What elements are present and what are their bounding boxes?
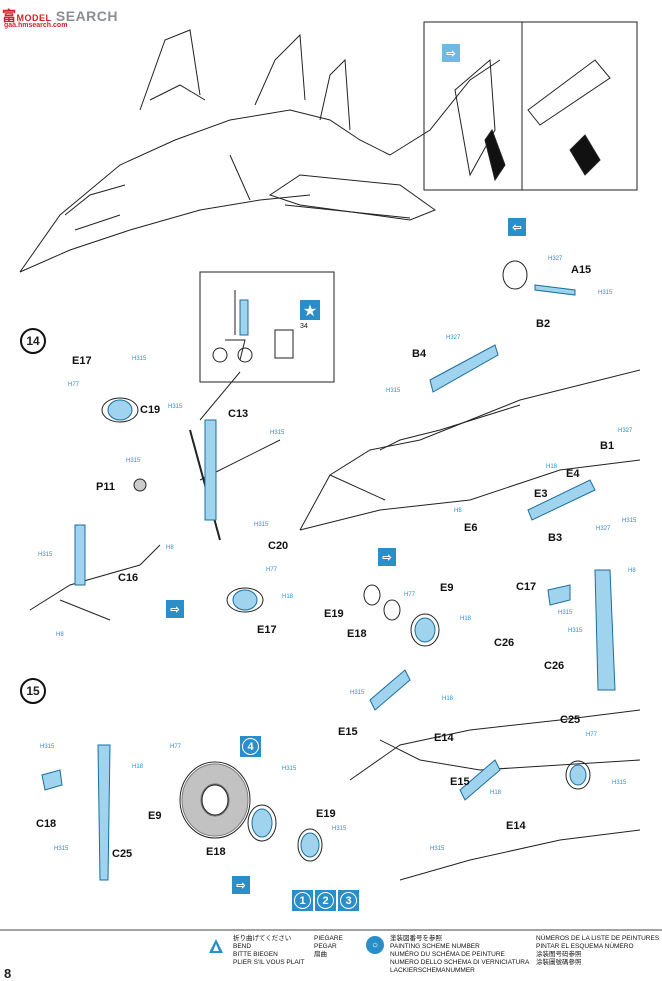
part-label: E18	[347, 628, 367, 640]
paint-code: H77	[586, 732, 598, 738]
part-label: C19	[140, 404, 161, 416]
part-label: E14	[434, 732, 454, 744]
paint-code: H18	[490, 790, 502, 796]
paint-code: H8	[166, 545, 174, 551]
paint-code: H8	[628, 568, 636, 574]
part-label: E17	[72, 355, 92, 367]
paint-code: H315	[282, 766, 297, 772]
paint-code: H18	[442, 696, 454, 702]
paint-scheme-1: 1	[292, 890, 313, 911]
part-label: E14	[506, 820, 526, 832]
legend-bend-2: PIEGARE PEGAR 扇曲	[314, 935, 343, 958]
watermark-url: gaa.hmsearch.com	[4, 22, 68, 29]
part-label: C17	[516, 581, 537, 593]
paint-code: H18	[282, 594, 294, 600]
part-label: B1	[600, 440, 615, 452]
paint-code: H18	[460, 616, 472, 622]
part-label: C18	[36, 818, 57, 830]
part-label: E4	[566, 468, 580, 480]
callout-number: 34	[300, 323, 308, 330]
paint-code: H8	[454, 508, 462, 514]
paint-code: H315	[38, 552, 53, 558]
step-number-15: 15	[20, 678, 46, 704]
page-number: 8	[4, 966, 12, 981]
paint-code: H315	[126, 458, 141, 464]
paint-code: H315	[54, 846, 69, 852]
paint-code: H18	[132, 764, 144, 770]
legend-paint-scheme-2: NÚMEROS DE LA LISTE DE PEINTURES PINTAR …	[536, 935, 660, 966]
part-label: P11	[96, 481, 115, 493]
part-label: E17	[257, 624, 277, 636]
paint-code: H315	[568, 628, 583, 634]
part-label: C25	[560, 714, 581, 726]
paint-scheme-icon: ○	[366, 936, 384, 954]
paint-code: H327	[548, 256, 563, 262]
paint-code: H327	[596, 526, 611, 532]
paint-code: H315	[622, 518, 637, 524]
arrow-right-icon: ⇨	[232, 876, 250, 894]
paint-code: H77	[404, 592, 416, 598]
paint-code: H77	[170, 744, 182, 750]
part-label: C26	[544, 660, 565, 672]
paint-code: H18	[546, 464, 558, 470]
step-number-14: 14	[20, 328, 46, 354]
paint-code: H315	[270, 430, 285, 436]
paint-code: H315	[168, 404, 183, 410]
bend-icon	[208, 938, 224, 954]
arrow-right-icon: ⇨	[166, 600, 184, 618]
part-label: E6	[464, 522, 478, 534]
part-label: E19	[324, 608, 344, 620]
part-label: C25	[112, 848, 133, 860]
star-icon: ★	[300, 300, 320, 320]
part-label: C13	[228, 408, 249, 420]
arrow-left-icon: ⇦	[508, 218, 526, 236]
watermark-logo: 富MODEL SEARCH	[2, 8, 119, 24]
part-label: C20	[268, 540, 289, 552]
paint-code: H315	[132, 356, 147, 362]
paint-scheme-4: 4	[240, 736, 261, 757]
paint-code: H77	[266, 567, 278, 573]
part-label: B2	[536, 318, 551, 330]
part-label: B3	[548, 532, 563, 544]
part-label: B4	[412, 348, 427, 360]
part-label: E9	[148, 810, 162, 822]
part-label: E18	[206, 846, 226, 858]
paint-code: H327	[618, 428, 633, 434]
decal-arrow-icon: ⇨	[442, 44, 460, 62]
paint-code: H315	[386, 388, 401, 394]
paint-code: H315	[40, 744, 55, 750]
paint-code: H327	[446, 335, 461, 341]
paint-scheme-2: 2	[315, 890, 336, 911]
paint-code: H8	[56, 632, 64, 638]
paint-scheme-3: 3	[338, 890, 359, 911]
part-label: E15	[338, 726, 358, 738]
paint-code: H315	[558, 610, 573, 616]
paint-code: H315	[350, 690, 365, 696]
part-label: C16	[118, 572, 139, 584]
part-label: E3	[534, 488, 548, 500]
arrow-right-icon: ⇨	[378, 548, 396, 566]
part-label: A15	[571, 264, 592, 276]
paint-code: H315	[254, 522, 269, 528]
legend-bend: 折り曲げてください BEND BITTE BIEGEN PLIER S'IL V…	[233, 935, 305, 966]
part-label: C26	[494, 637, 515, 649]
part-label: E19	[316, 808, 336, 820]
part-label: E15	[450, 776, 470, 788]
paint-code: H315	[612, 780, 627, 786]
paint-code: H315	[598, 290, 613, 296]
paint-code: H77	[68, 382, 80, 388]
paint-code: H315	[332, 826, 347, 832]
paint-code: H315	[430, 846, 445, 852]
part-label: E9	[440, 582, 454, 594]
legend-paint-scheme: 塗装図番号を参照 PAINTING SCHEME NUMBER NUMÉRO D…	[390, 935, 530, 974]
